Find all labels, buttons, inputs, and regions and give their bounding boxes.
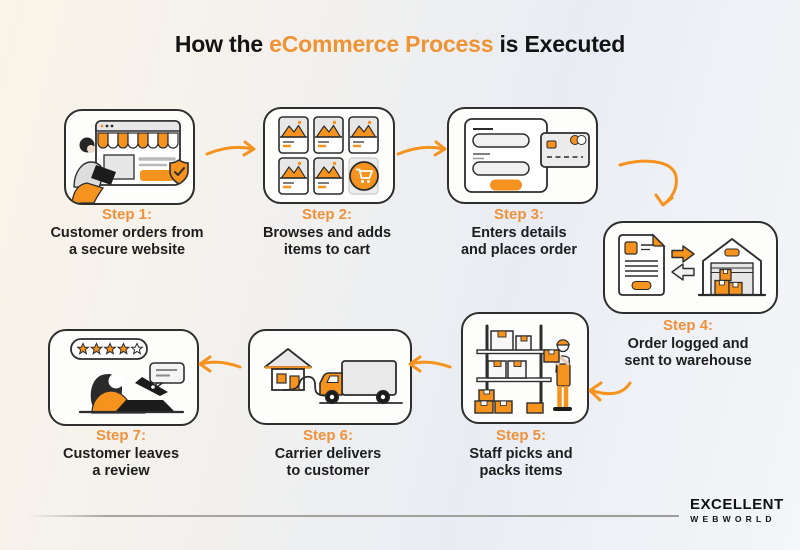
warehouse-shelf-picker-icon	[474, 324, 572, 414]
arrow-step3-to-step4-icon	[618, 159, 678, 207]
brand-logo-line1: EXCELLENT	[690, 496, 784, 513]
step-6-card	[248, 329, 412, 425]
step-7-text: Step 7: Customer leaves a review	[15, 427, 227, 480]
secure-storefront-icon	[71, 120, 189, 203]
title-suffix: is Executed	[493, 31, 626, 57]
delivery-truck-house-icon	[264, 348, 403, 405]
step-7-card	[48, 329, 199, 426]
footer-divider	[27, 515, 679, 517]
arrow-step6-to-step7-icon	[198, 355, 242, 373]
page-title: How the eCommerce Process is Executed	[0, 31, 800, 58]
step-1-card	[64, 109, 195, 205]
brand-logo: EXCELLENT WEBWORLD	[690, 496, 784, 524]
title-highlight: eCommerce Process	[269, 31, 494, 57]
step-6-label: Step 6:	[302, 427, 353, 444]
step-2-card	[263, 107, 395, 204]
arrow-step4-to-step5-icon	[588, 381, 632, 402]
arrow-step1-to-step2-icon	[205, 140, 256, 157]
step-7-label: Step 7:	[95, 427, 146, 444]
step-4-card	[603, 221, 778, 314]
checkout-form-credit-card-icon	[464, 118, 590, 193]
step-6-text: Step 6: Carrier delivers to customer	[222, 427, 434, 480]
step-4-label: Step 4:	[662, 317, 713, 334]
product-grid-cart-icon	[277, 115, 380, 196]
title-prefix: How the	[174, 31, 270, 57]
step-4-text: Step 4: Order logged and sent to warehou…	[582, 317, 794, 370]
step-2-label: Step 2:	[301, 206, 352, 223]
customer-review-stars-icon	[70, 338, 185, 414]
brand-logo-line2: WEBWORLD	[690, 514, 776, 524]
step-3-label: Step 3:	[493, 206, 544, 223]
step-5-text: Step 5: Staff picks and packs items	[415, 427, 627, 480]
arrow-step2-to-step3-icon	[396, 140, 447, 157]
step-5-label: Step 5:	[495, 427, 546, 444]
arrow-step5-to-step6-icon	[408, 355, 452, 373]
step-3-text: Step 3: Enters details and places order	[413, 206, 625, 259]
step-3-card	[447, 107, 598, 204]
step-5-card	[461, 312, 589, 424]
step-2-text: Step 2: Browses and adds items to cart	[221, 206, 433, 259]
step-1-text: Step 1: Customer orders from a secure we…	[21, 206, 233, 259]
step-1-label: Step 1:	[101, 206, 152, 223]
order-document-warehouse-icon	[618, 233, 767, 297]
